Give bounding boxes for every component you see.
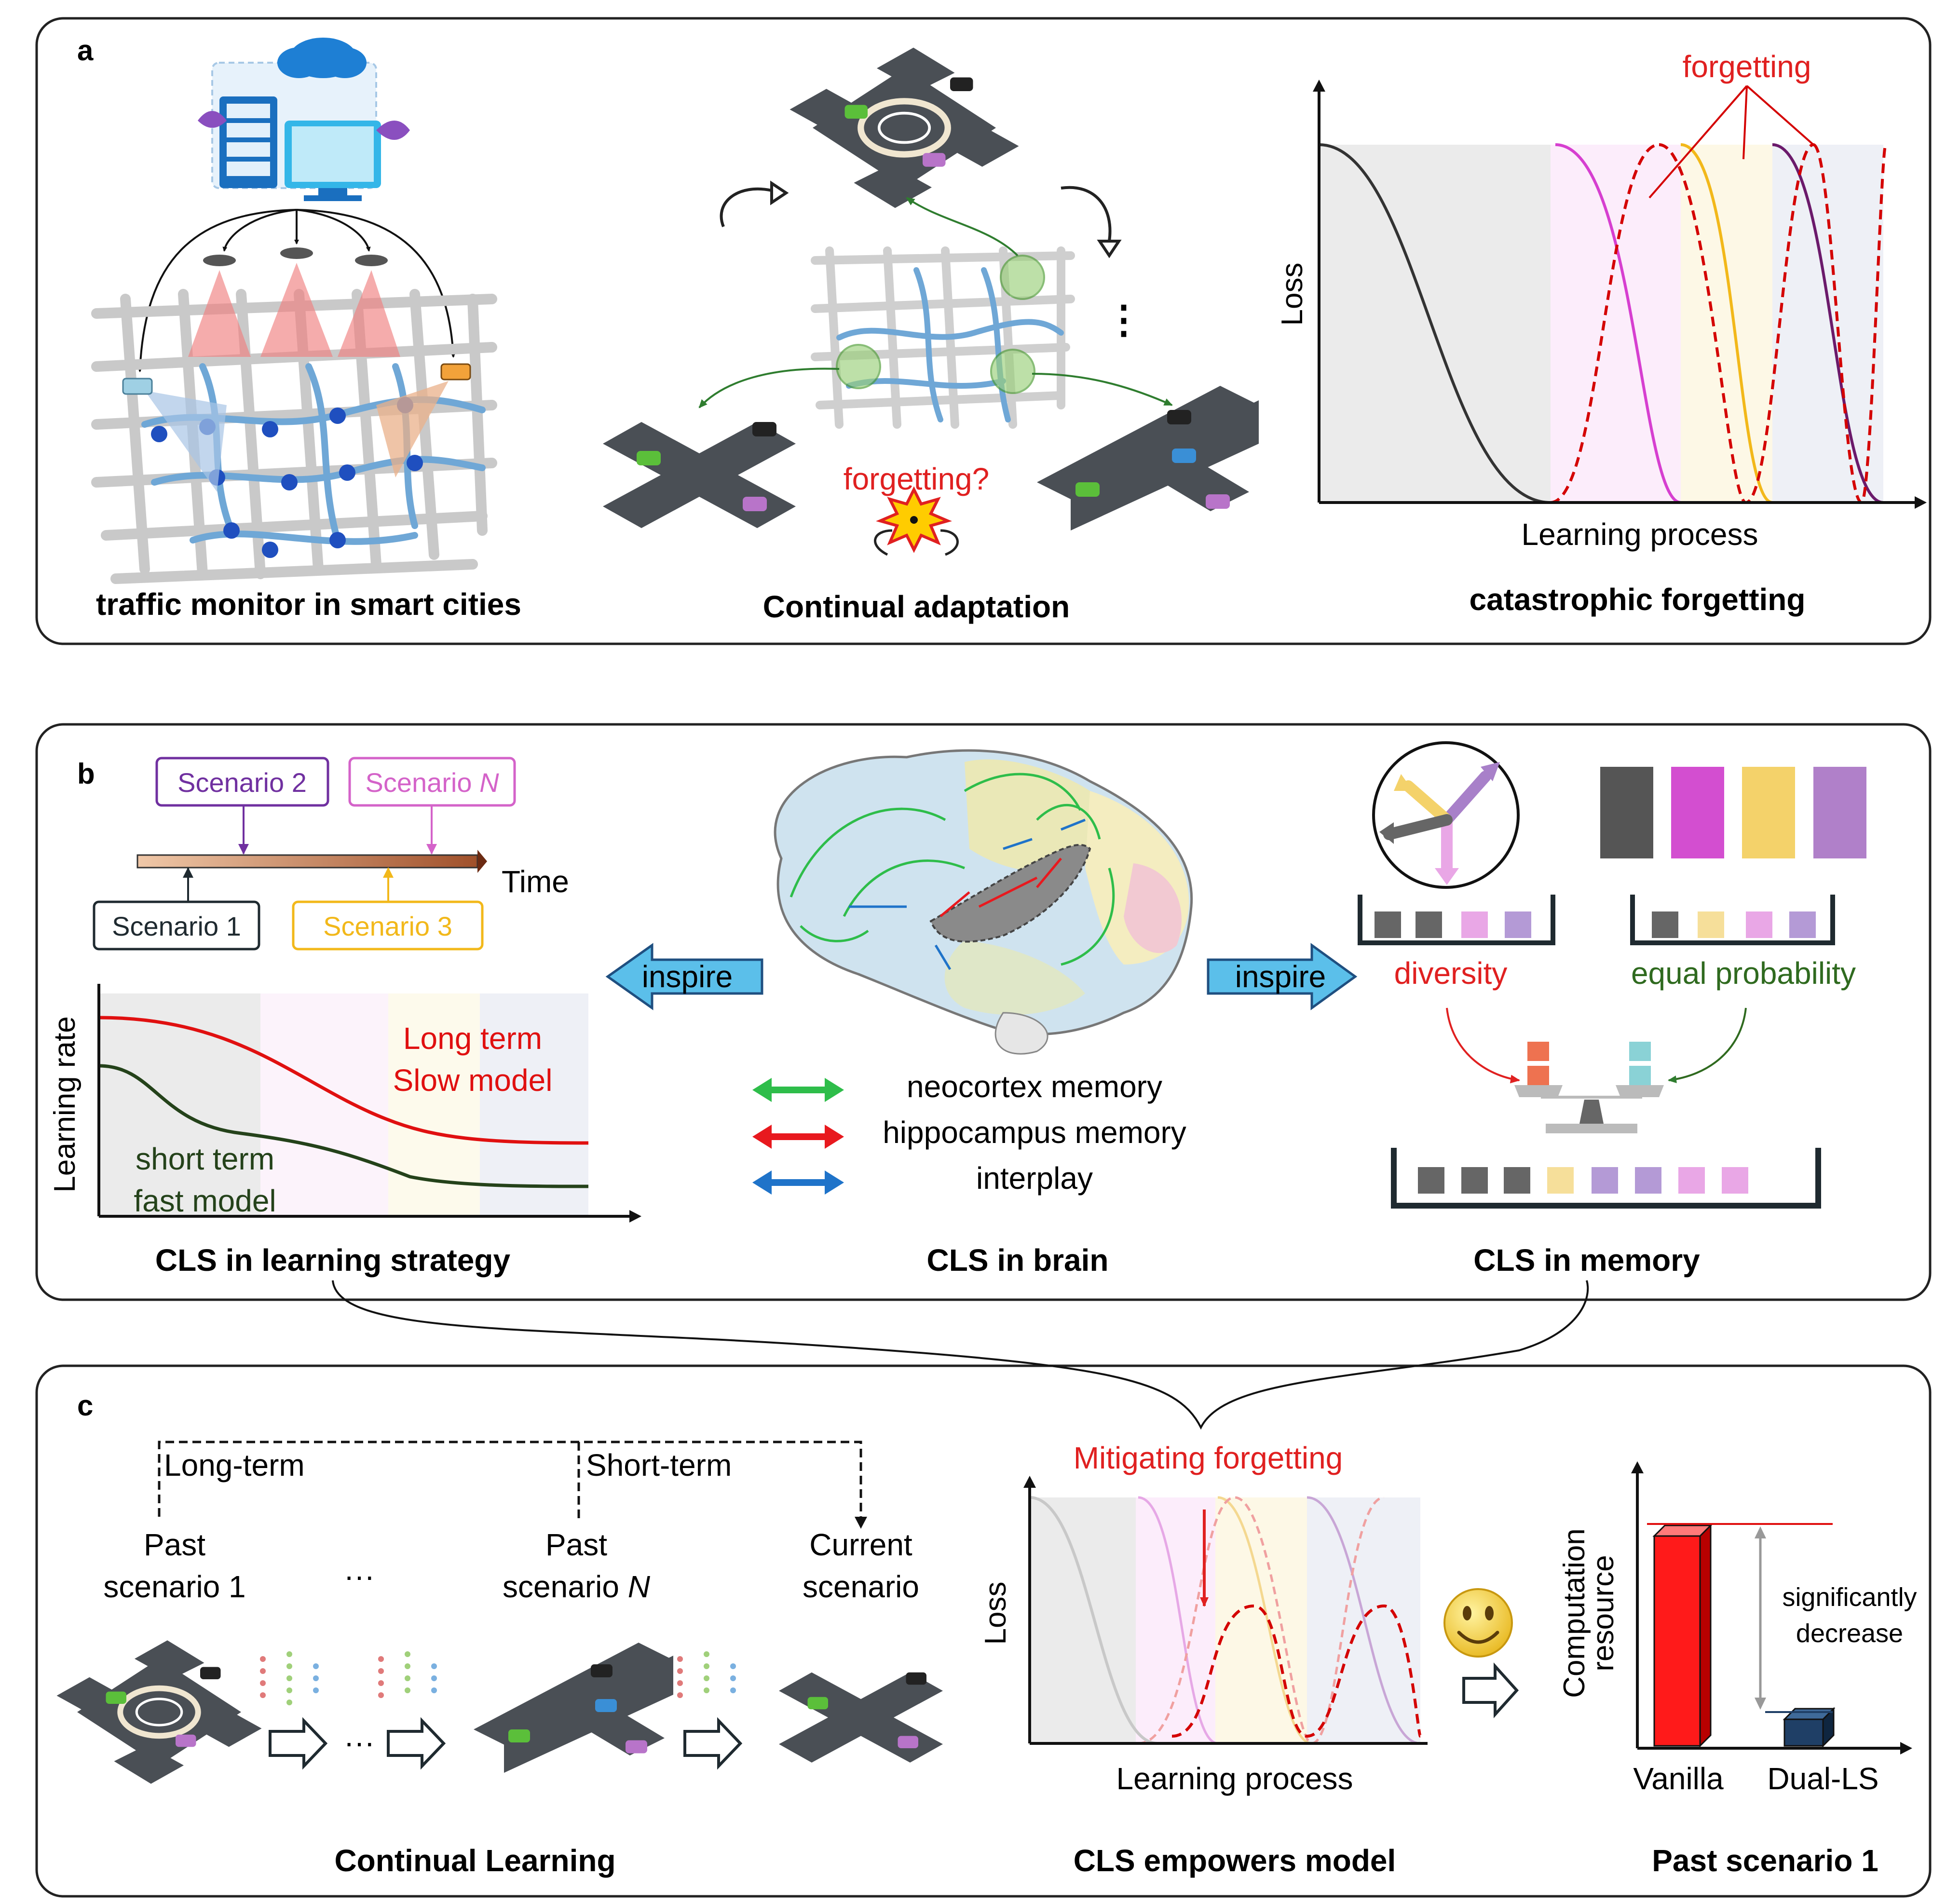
dual-ls-bar (1783, 1718, 1824, 1747)
current-scenario-line2: scenario (803, 1569, 919, 1604)
computation-resource-bar-chart (1631, 1461, 1912, 1754)
panel-c-loss-axis-label: Loss (979, 1582, 1012, 1645)
long-term-curve (98, 1016, 589, 1145)
inspire-right-arrow (1207, 943, 1358, 1010)
panel-b-letter: b (77, 758, 95, 790)
vanilla-bar-side (1699, 1523, 1712, 1748)
past-scenario-n-line2: scenario N (503, 1569, 651, 1604)
vanilla-bar (1653, 1535, 1701, 1747)
significantly-label: significantly (1782, 1583, 1917, 1612)
past-scenario-n-line1: Past (545, 1527, 607, 1562)
scenario-timeline (93, 757, 516, 951)
diversity-label: diversity (1394, 956, 1508, 991)
continual-adaptation-illustration (603, 47, 1259, 556)
interplay-label: interplay (976, 1161, 1093, 1196)
time-axis-label: Time (502, 864, 569, 899)
flow-dots: ··· (344, 1725, 375, 1760)
short-term-bracket-label: Short-term (586, 1448, 732, 1482)
timeline-dots: ··· (344, 1559, 375, 1593)
neural-net-icon (260, 1651, 319, 1705)
short-term-label: short term (136, 1142, 274, 1176)
more-scenarios-ellipsis: ⋮ (1104, 298, 1143, 341)
panel-c-right-caption: Past scenario 1 (1652, 1843, 1878, 1878)
scenario-n-label: Scenario N (365, 767, 499, 798)
scenario-1-label: Scenario 1 (112, 911, 241, 941)
learning-rate-chart (97, 984, 641, 1223)
forgetting-question-label: forgetting? (844, 462, 989, 496)
past-scenario-1-line2: scenario 1 (103, 1569, 245, 1604)
connector-curve (332, 1280, 1589, 1430)
building-icons (1600, 767, 1866, 858)
yellow-task-loss-curve (1680, 143, 1773, 504)
vanilla-bar-top (1652, 1524, 1713, 1537)
purple-task-loss-curve (1772, 143, 1884, 504)
fast-model-label: fast model (134, 1183, 276, 1218)
forgetting-curve-1 (1550, 143, 1660, 504)
brain-illustration (774, 749, 1193, 1055)
dual-ls-category-label: Dual-LS (1767, 1761, 1878, 1796)
memory-illustration (1358, 741, 1866, 1209)
decrease-label: decrease (1796, 1619, 1903, 1648)
result-arrow (1462, 1662, 1519, 1718)
learning-rate-axis-label: Learning rate (48, 1016, 82, 1192)
neocortex-memory-label: neocortex memory (907, 1069, 1162, 1104)
short-term-curve (98, 1064, 589, 1188)
first-task-loss-curve (1319, 143, 1551, 504)
loss-axis-label: Loss (1276, 263, 1309, 326)
panel-a-letter: a (77, 34, 94, 67)
neocortex-legend-arrow (752, 1078, 844, 1102)
computation-axis-label-line2: resource (1587, 1555, 1620, 1671)
panel-a-middle-caption: Continual adaptation (763, 589, 1070, 624)
smiley-face-icon (1443, 1588, 1513, 1658)
panel-b-left-caption: CLS in learning strategy (155, 1243, 511, 1278)
continual-learning-flow (56, 1441, 943, 1784)
forgetting-annotation: forgetting (1683, 49, 1811, 84)
long-term-label: Long term (403, 1021, 542, 1056)
pink-task-loss-curve (1555, 143, 1681, 504)
panel-b-right-caption: CLS in memory (1473, 1243, 1700, 1278)
catastrophic-forgetting-chart (1313, 80, 1927, 509)
traffic-monitor-illustration (91, 38, 497, 584)
panel-c-learning-process-label: Learning process (1116, 1761, 1353, 1796)
panel-c-letter: c (77, 1389, 93, 1422)
hippocampus-legend-arrow (752, 1125, 844, 1149)
mitigating-forgetting-chart (1023, 1476, 1428, 1745)
panel-b-middle-caption: CLS in brain (927, 1243, 1109, 1278)
panel-a-left-caption: traffic monitor in smart cities (96, 587, 521, 622)
scenario-2-label: Scenario 2 (177, 767, 307, 798)
past-scenario-1-line1: Past (144, 1527, 205, 1562)
vanilla-category-label: Vanilla (1633, 1761, 1724, 1796)
computation-axis-label-line1: Computation (1558, 1528, 1591, 1698)
panel-c-middle-caption: CLS empowers model (1074, 1843, 1396, 1878)
panel-a-right-caption: catastrophic forgetting (1470, 582, 1806, 617)
inspire-left-arrow (605, 943, 763, 1010)
interplay-legend-arrow (752, 1170, 844, 1195)
inspire-right-label: inspire (1235, 959, 1326, 994)
panel-c-left-caption: Continual Learning (334, 1843, 615, 1878)
current-scenario-line1: Current (809, 1527, 912, 1562)
inspire-left-label: inspire (642, 959, 733, 994)
mitigating-forgetting-label: Mitigating forgetting (1074, 1441, 1343, 1475)
hippocampus-memory-label: hippocampus memory (883, 1115, 1186, 1150)
cloud-server-icon (198, 38, 410, 201)
long-term-bracket-label: Long-term (164, 1448, 305, 1482)
slow-model-label: Slow model (393, 1063, 553, 1098)
learning-process-axis-label: Learning process (1522, 517, 1758, 552)
equal-probability-label: equal probability (1631, 956, 1856, 991)
scenario-3-label: Scenario 3 (323, 911, 452, 941)
brain-legend (752, 1078, 844, 1195)
